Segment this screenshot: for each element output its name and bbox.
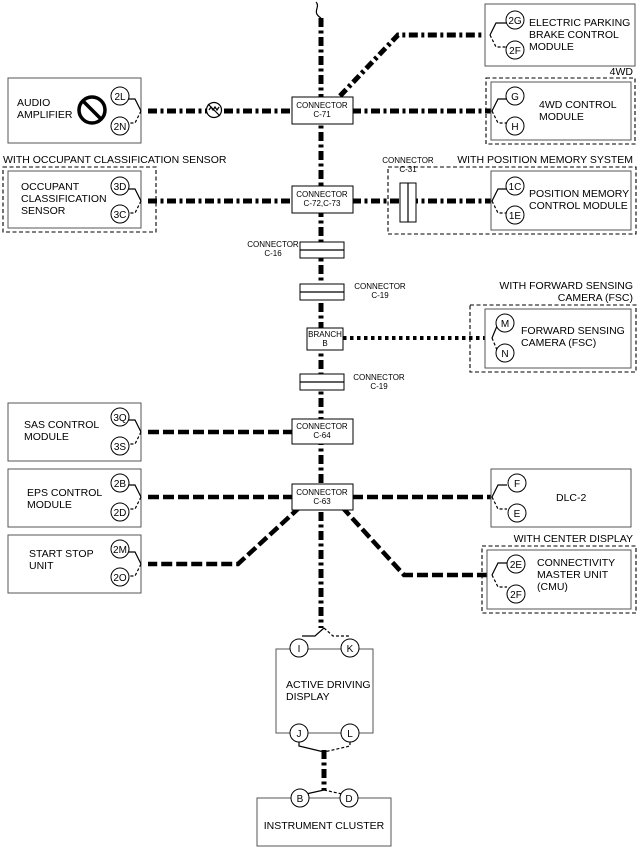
sas-pin-top: 3Q: [113, 413, 127, 424]
prohibited-icon: [77, 95, 107, 125]
ssu-pin-top: 2M: [113, 545, 127, 556]
dlc-pin-bottom: E: [514, 509, 521, 520]
termination-resistor-icon: [205, 101, 223, 119]
cmu-line: [340, 505, 492, 578]
pms-group-label: WITH POSITION MEMORY SYSTEM: [457, 154, 633, 166]
add-pin-br: L: [347, 729, 353, 740]
bus-top-break: [315, 1, 322, 19]
cmu-pin-top: 2E: [510, 560, 523, 571]
ic-pin-left: B: [297, 794, 304, 805]
ic-pin-right: D: [345, 794, 352, 805]
epb-pin-top: 2G: [508, 16, 522, 27]
pms-group: WITH POSITION MEMORY SYSTEM 1C 1E POSITI…: [382, 154, 637, 235]
sas-pin-bottom: 3S: [114, 442, 127, 453]
cd-group-label: WITH CENTER DISPLAY: [514, 533, 633, 545]
fsc-pin-top: M: [501, 319, 509, 330]
fourwd-pin-bottom: H: [511, 122, 518, 133]
audio-pin-top: 2L: [114, 92, 126, 103]
fourwd-group-label: 4WD: [610, 66, 634, 78]
epb-line: [338, 32, 490, 98]
audio-pin-bottom: 2N: [114, 122, 127, 133]
fourwd-pin-top: G: [511, 92, 519, 103]
eps-pin-bottom: 2D: [114, 508, 127, 519]
add-pin-tl: I: [298, 644, 301, 655]
dlc-module: F E DLC-2: [490, 468, 632, 528]
pmcm-pin-top: 1C: [509, 182, 522, 193]
epb-pin-bottom: 2F: [509, 46, 521, 57]
ocs-pin-bottom: 3C: [114, 210, 127, 221]
ic-module: B D INSTRUMENT CLUSTER: [256, 788, 392, 847]
pmcm-pin-bottom: 1E: [509, 211, 522, 222]
fsc-pin-bottom: N: [501, 349, 508, 360]
dlc-pin-top: F: [514, 479, 520, 490]
add-pin-bl: J: [297, 729, 302, 740]
ic-label: INSTRUMENT CLUSTER: [264, 820, 385, 832]
ssu-line: [148, 505, 302, 567]
dlc-label: DLC-2: [556, 492, 587, 504]
add-pin-tr: K: [347, 644, 354, 655]
eps-pin-top: 2B: [114, 479, 127, 490]
cmu-pin-bottom: 2F: [510, 590, 522, 601]
ocs-group-label: WITH OCCUPANT CLASSIFICATION SENSOR: [3, 154, 227, 166]
ocs-pin-top: 3D: [114, 182, 127, 193]
ocs-group: WITH OCCUPANT CLASSIFICATION SENSOR 3D 3…: [2, 154, 227, 233]
ssu-pin-bottom: 2O: [113, 573, 127, 584]
